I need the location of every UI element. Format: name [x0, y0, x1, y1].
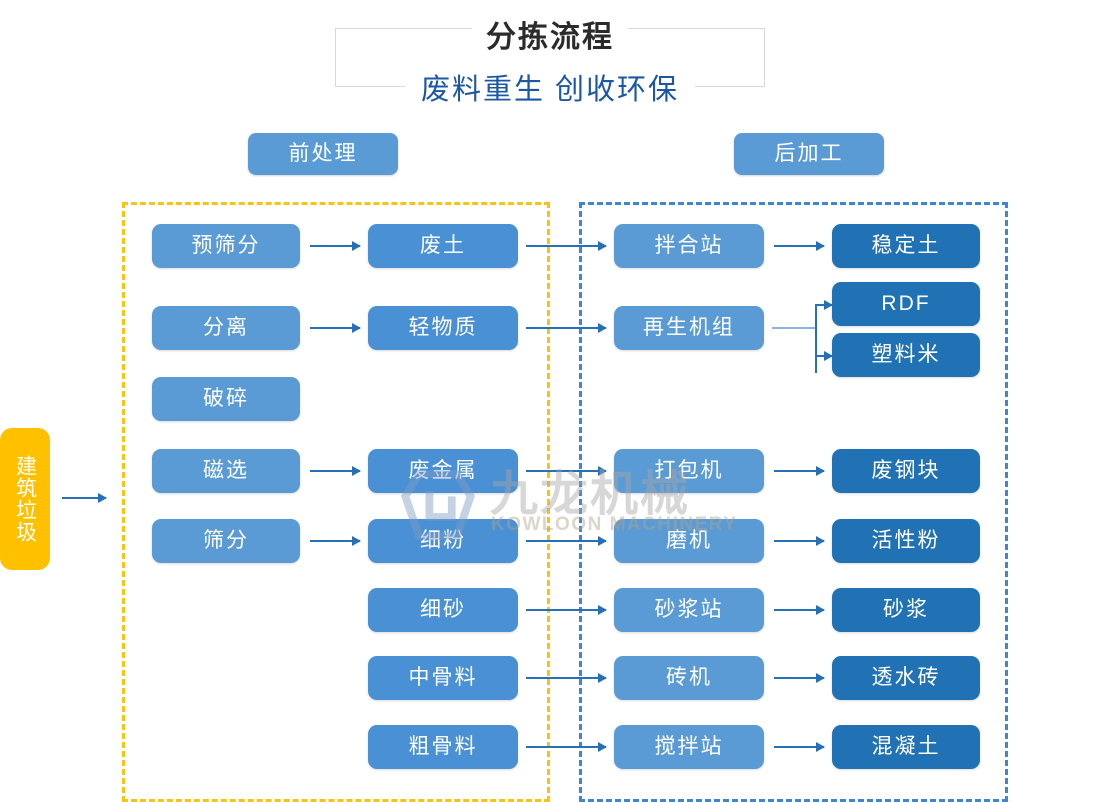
arrow-fine-powder-to-grinding-mill — [526, 536, 607, 546]
node-active-powder: 活性粉 — [832, 519, 980, 563]
node-recycling-unit: 再生机组 — [614, 306, 764, 350]
arrow-recycling-unit-stem — [772, 327, 816, 329]
node-mixing-station: 拌合站 — [614, 224, 764, 268]
node-rdf: RDF — [832, 282, 980, 326]
page-subtitle: 废料重生 创收环保 — [0, 66, 1100, 108]
arrow-fine-sand-to-mortar-station — [526, 605, 607, 615]
node-mortar: 砂浆 — [832, 588, 980, 632]
arrow-concrete-station-to-concrete — [774, 742, 825, 752]
node-permeable-brick: 透水砖 — [832, 656, 980, 700]
node-concrete: 混凝土 — [832, 725, 980, 769]
arrow-pre-screen-to-waste-soil — [310, 241, 361, 251]
node-pre-screen: 预筛分 — [152, 224, 300, 268]
arrow-coarse-aggregate-to-concrete-station — [526, 742, 607, 752]
node-coarse-aggregate: 粗骨料 — [368, 725, 518, 769]
node-medium-aggregate: 中骨料 — [368, 656, 518, 700]
arrow-grinding-mill-to-active-powder — [774, 536, 825, 546]
node-fine-sand: 细砂 — [368, 588, 518, 632]
arrow-medium-aggregate-to-brick-machine — [526, 673, 607, 683]
page-subtitle-text: 废料重生 创收环保 — [404, 74, 696, 106]
stage-label-postprocess: 后加工 — [734, 133, 884, 175]
stage-label-preprocess: 前处理 — [248, 133, 398, 175]
node-grinding-mill: 磨机 — [614, 519, 764, 563]
arrow-brick-machine-to-permeable-brick — [774, 673, 825, 683]
arrow-mixing-station-to-stabilized-soil — [774, 241, 825, 251]
node-fine-powder: 细粉 — [368, 519, 518, 563]
arrow-baler-to-scrap-steel — [774, 466, 825, 476]
node-concrete-station: 搅拌站 — [614, 725, 764, 769]
arrow-screening-to-fine-powder — [310, 536, 361, 546]
node-screening: 筛分 — [152, 519, 300, 563]
node-mortar-station: 砂浆站 — [614, 588, 764, 632]
node-plastic-pellet: 塑料米 — [832, 333, 980, 377]
node-stabilized-soil: 稳定土 — [832, 224, 980, 268]
arrow-input-to-preprocess — [62, 493, 107, 503]
node-baler: 打包机 — [614, 449, 764, 493]
arrow-recycling-unit-to-rdf — [815, 300, 833, 310]
arrow-recycling-unit-to-plastic-pellet — [815, 351, 833, 361]
node-brick-machine: 砖机 — [614, 656, 764, 700]
arrow-mortar-station-to-mortar — [774, 605, 825, 615]
arrow-scrap-metal-to-baler — [526, 466, 607, 476]
node-scrap-metal: 废金属 — [368, 449, 518, 493]
node-separate: 分离 — [152, 306, 300, 350]
arrow-waste-soil-to-mixing-station — [526, 241, 607, 251]
page-title: 分拣流程 — [0, 12, 1100, 56]
input-node-construction-waste: 建筑垃圾 — [0, 428, 50, 570]
page-title-text: 分拣流程 — [472, 21, 628, 54]
node-scrap-steel: 废钢块 — [832, 449, 980, 493]
node-crush: 破碎 — [152, 377, 300, 421]
node-magnetic-separation: 磁选 — [152, 449, 300, 493]
node-light-material: 轻物质 — [368, 306, 518, 350]
preprocess-region — [122, 202, 550, 802]
arrow-recycling-unit-branch-bar — [815, 304, 817, 373]
arrow-separate-to-light-material — [310, 323, 361, 333]
node-waste-soil: 废土 — [368, 224, 518, 268]
arrow-light-material-to-recycling-unit — [526, 323, 607, 333]
arrow-magnetic-to-scrap-metal — [310, 466, 361, 476]
